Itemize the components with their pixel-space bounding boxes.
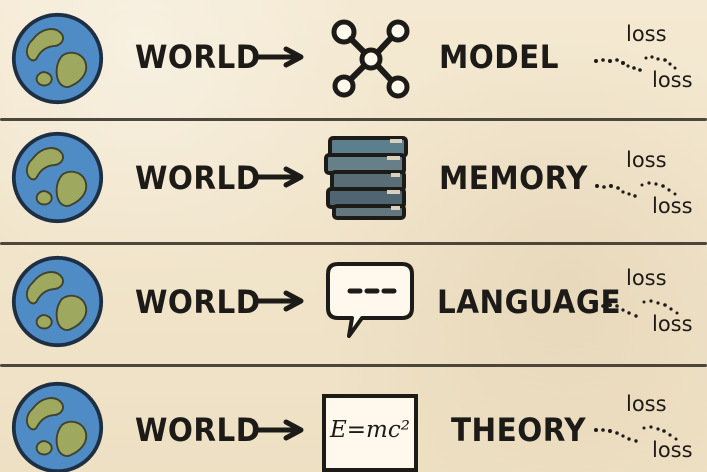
theory-label: THEORY [451,411,586,449]
dotted-loss-pattern [595,181,677,198]
network-icon [331,19,410,99]
formula-text: E=mc² [330,417,410,443]
loss-label-bottom: loss [652,312,693,336]
loss-label-top: loss [626,266,667,290]
model-label: MODEL [439,38,559,76]
speech-bubble-icon [326,262,414,338]
memory-label: MEMORY [439,159,588,197]
world-label: WORLD [135,283,261,321]
loss-label-top: loss [626,22,667,46]
loss-label-bottom: loss [652,68,693,92]
formula-frame [322,394,418,472]
right-arrow-icon [255,46,304,68]
books-icon [324,136,408,220]
formula-icon: E=mc² [320,390,420,472]
loss-group: loss loss [592,18,704,104]
row-divider [0,242,707,245]
dotted-loss-pattern [594,55,677,72]
language-label: LANGUAGE [437,283,622,321]
globe-icon [11,381,104,472]
right-arrow-icon [255,419,304,441]
world-model-row: WORLD MODEL loss loss [0,0,707,118]
world-memory-row: WORLD MEMORY loss loss [0,120,707,238]
world-label: WORLD [135,411,261,449]
right-arrow-icon [255,166,304,188]
dotted-loss-pattern [594,299,679,318]
world-label: WORLD [135,159,261,197]
loss-label-top: loss [626,392,667,416]
loss-group: loss loss [592,388,704,472]
loss-group: loss loss [592,262,704,348]
row-divider [0,364,707,367]
world-label: WORLD [135,38,261,76]
globe-icon [11,131,104,224]
loss-label-bottom: loss [652,194,693,218]
world-language-row: WORLD LANGUAGE loss loss [0,244,707,362]
globe-icon [11,12,104,105]
loss-label-top: loss [626,148,667,172]
row-divider [0,118,707,121]
globe-icon [11,255,104,348]
world-theory-row: WORLD E=mc² THEORY loss loss [0,366,707,472]
dotted-loss-pattern [594,425,678,443]
loss-group: loss loss [592,144,704,230]
loss-label-bottom: loss [652,438,693,462]
right-arrow-icon [255,290,304,312]
